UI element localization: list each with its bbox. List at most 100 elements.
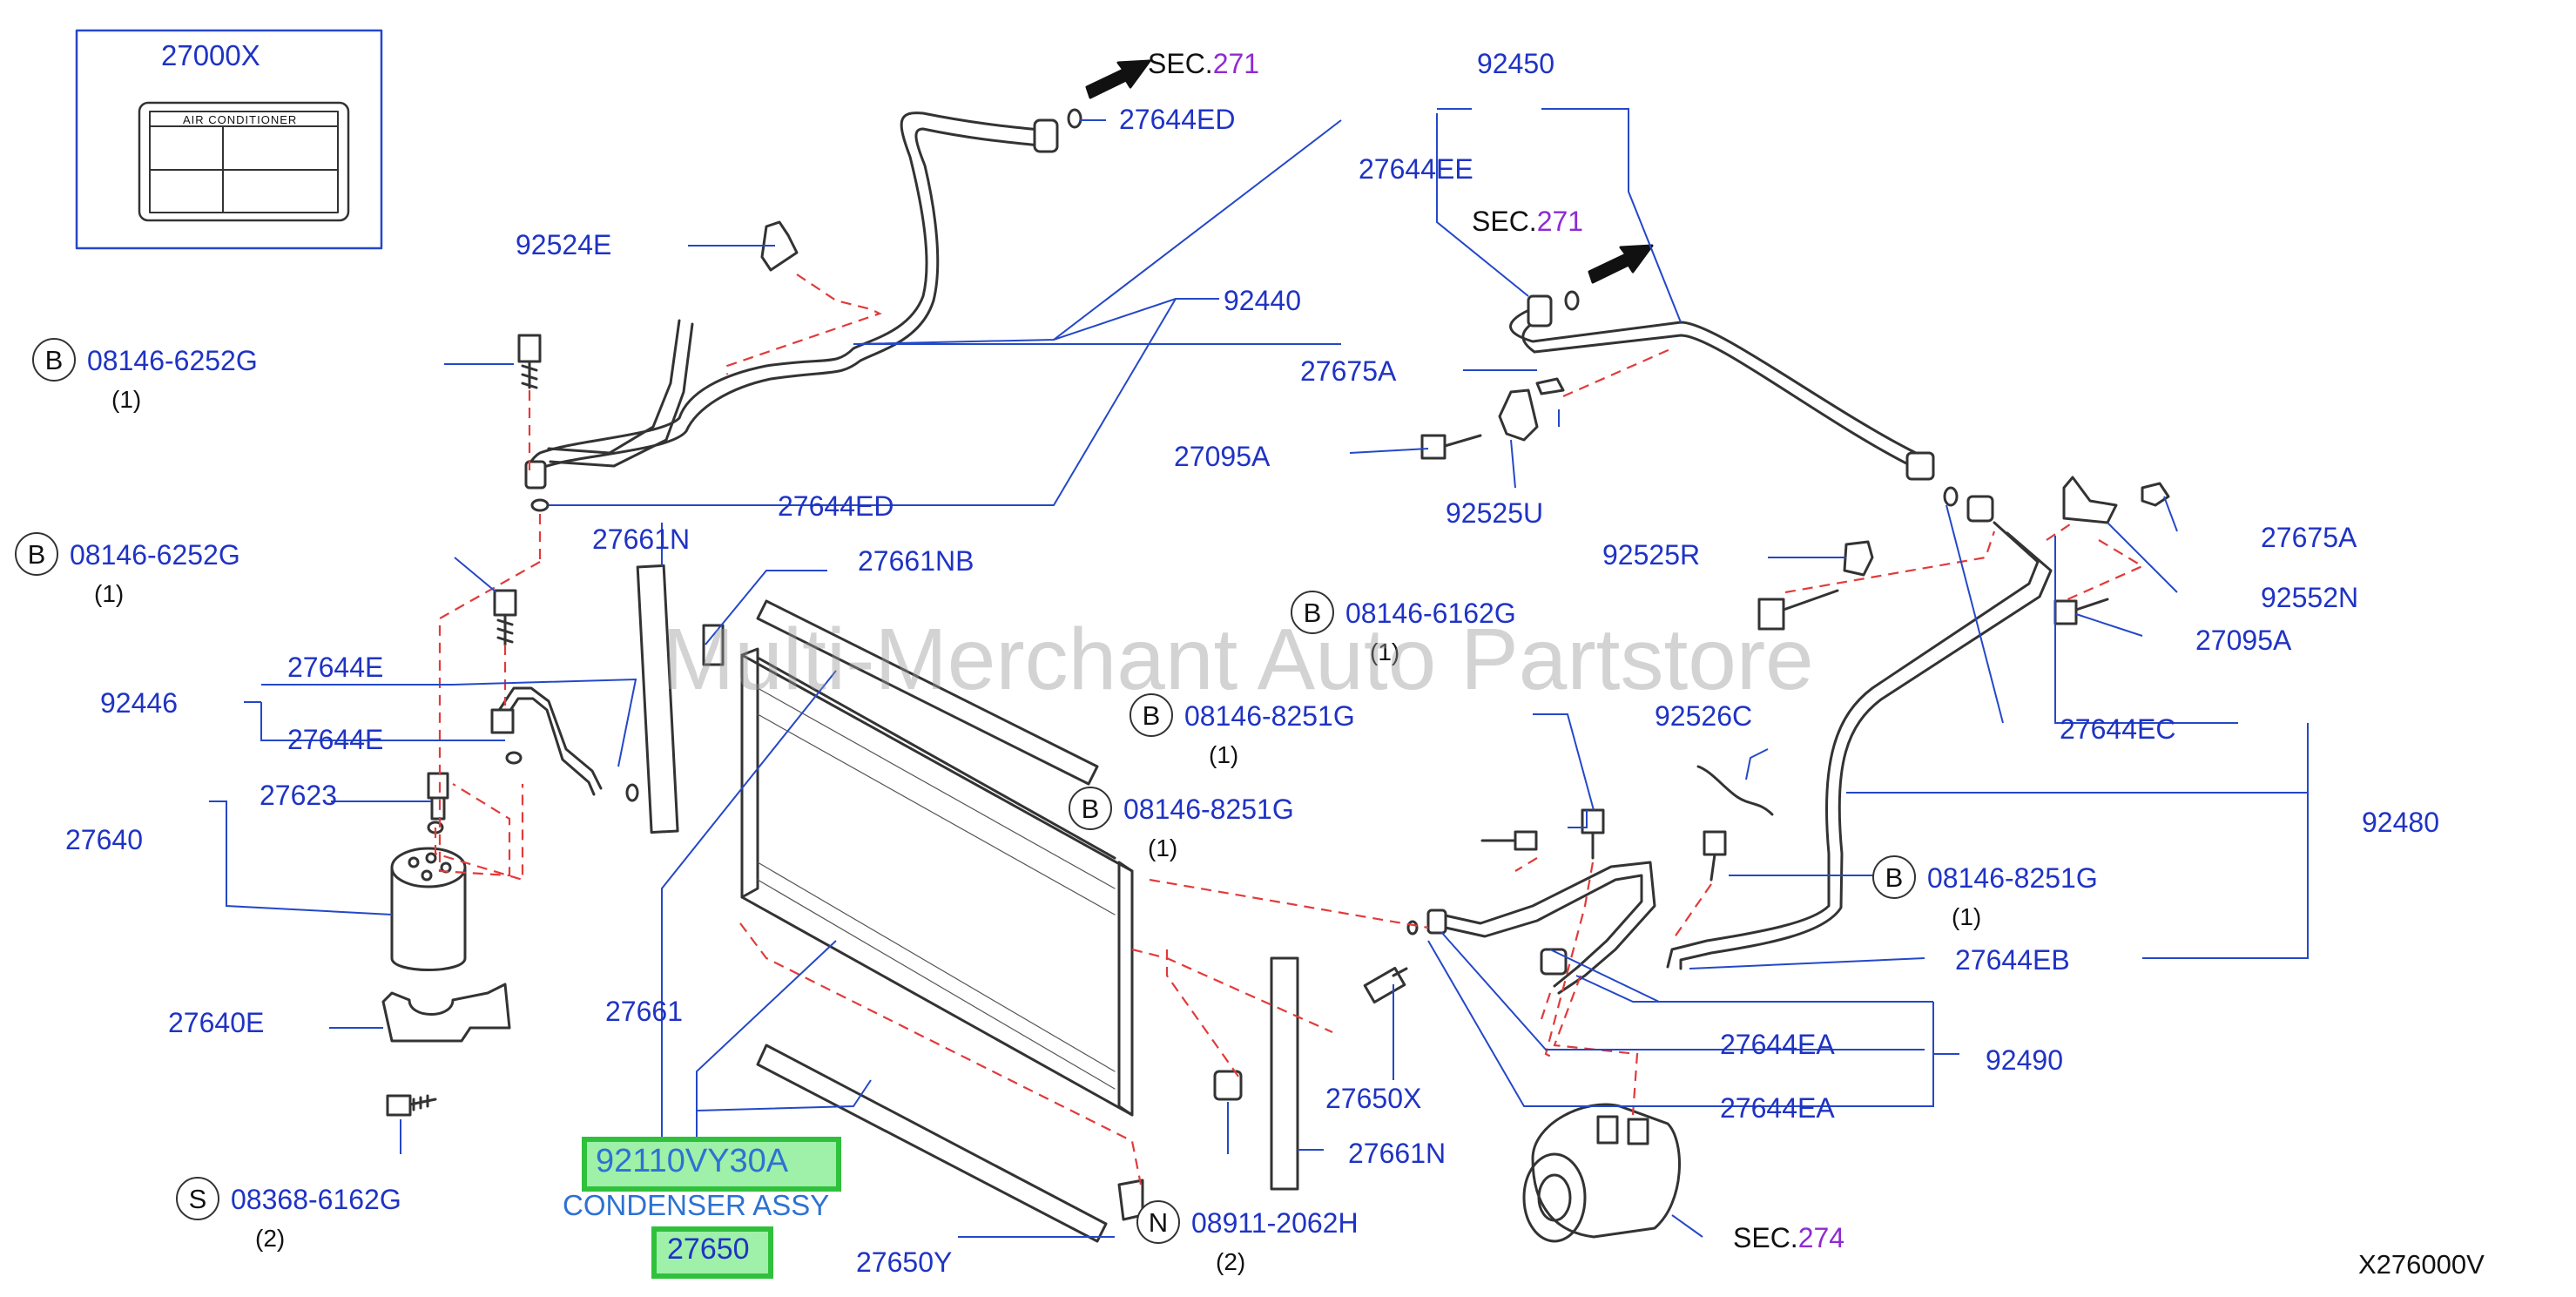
label-qty: (1) — [1370, 638, 1399, 665]
badge-circle — [1872, 855, 1916, 899]
label-text: 92526C — [1655, 700, 1752, 732]
label-sec_mid: SEC.271 — [1472, 206, 1583, 237]
label-l27644EB: 27644EB — [1955, 944, 2070, 976]
label-text: 27661N — [592, 524, 690, 555]
label-text: 27623 — [260, 780, 337, 811]
receiver-drier-27640 — [390, 847, 467, 971]
label-text: 27095A — [1174, 441, 1271, 472]
diagram-code: X276000V — [2358, 1249, 2485, 1280]
label-l27095A_1: 27095A — [1174, 441, 1271, 472]
highlight-part-number[interactable] — [582, 1137, 841, 1192]
label-l92490: 92490 — [1986, 1044, 2063, 1076]
seal-27661N-right — [1270, 956, 1299, 1191]
label-l08146_8251G_2: B 08146-8251G (1) — [1069, 787, 1294, 861]
badge-circle — [176, 1177, 219, 1220]
label-text: 08146-6252G — [87, 345, 258, 376]
label-text: 92450 — [1477, 48, 1554, 79]
label-l27675A_2: 27675A — [2261, 522, 2357, 553]
label-text: 27644EA — [1720, 1029, 1835, 1060]
part-27675A-left — [1535, 377, 1565, 395]
part-labels: SEC.271SEC.271SEC.27427644ED92524E92440B… — [15, 39, 2485, 1280]
label-text: 27644ED — [1119, 104, 1235, 135]
label-qty: (2) — [255, 1225, 285, 1252]
label-l27675A_1: 27675A — [1300, 355, 1397, 387]
hose-92480 — [1666, 486, 2053, 970]
bolt-92525R — [1757, 589, 1839, 631]
highlighted-part-name[interactable]: CONDENSER ASSY — [563, 1189, 830, 1221]
label-text: 27661 — [605, 996, 683, 1027]
badge-circle — [15, 532, 58, 576]
label-l92525U: 92525U — [1446, 497, 1543, 529]
label-text: 27640E — [168, 1007, 264, 1038]
badge-letter: B — [1082, 794, 1100, 824]
dashed-guides — [434, 274, 2145, 1186]
label-l27623: 27623 — [260, 780, 337, 811]
arrow-sec271-top — [1085, 59, 1151, 99]
label-text: 27661NB — [858, 545, 974, 577]
seal-small — [702, 624, 725, 666]
hose-92440 — [524, 108, 1082, 512]
part-08911-2062H — [1213, 1070, 1243, 1101]
label-text: 92525U — [1446, 497, 1543, 529]
label-text: 92446 — [100, 687, 178, 719]
bracket-27640E — [381, 983, 511, 1043]
badge-letter: B — [1885, 862, 1904, 893]
label-text: 27644EB — [1955, 944, 2070, 976]
label-text: 27661N — [1348, 1138, 1446, 1169]
label-text: 08146-8251G — [1927, 862, 2098, 894]
label-text: 08146-6252G — [70, 539, 240, 571]
label-qty: (1) — [1148, 834, 1177, 861]
seal-27650Y-strip — [756, 1044, 1108, 1243]
label-text: 27675A — [2261, 522, 2357, 553]
label-l92480: 92480 — [2362, 807, 2439, 838]
label-text: 27675A — [1300, 355, 1397, 387]
label-l08146_8251G_3: B 08146-8251G (1) — [1872, 855, 2098, 930]
bracket-92552N — [2062, 476, 2118, 524]
highlighted-part-number[interactable]: 92110VY30A — [596, 1143, 789, 1179]
bolt-08146-8251G-a — [1480, 830, 1538, 851]
label-l92446: 92446 — [100, 687, 178, 719]
label-text: 27095A — [2195, 625, 2292, 656]
label-text: SEC.271 — [1148, 48, 1259, 79]
badge-circle — [32, 338, 76, 382]
sec-number: 271 — [1537, 206, 1583, 237]
badge-letter: B — [1143, 700, 1161, 731]
label-qty: (1) — [1952, 903, 1981, 930]
label-l92526C: 92526C — [1655, 700, 1752, 732]
label-l27644ED_1: 27644ED — [1119, 104, 1235, 135]
badge-circle — [1136, 1200, 1180, 1244]
label-l92440: 92440 — [1224, 285, 1301, 316]
arrow-sec271-mid — [1588, 244, 1654, 284]
seal-27661N-left — [636, 564, 679, 834]
label-text: 08146-8251G — [1123, 794, 1294, 825]
highlight-ref-box[interactable] — [651, 1226, 773, 1279]
pipe-92490 — [1406, 861, 1656, 995]
label-box-id: 27000X — [161, 39, 260, 71]
seal-27661NB — [756, 599, 1099, 786]
label-text: 08146-6162G — [1345, 598, 1516, 629]
label-text: 27644E — [287, 652, 383, 683]
label-qty: (1) — [111, 386, 141, 413]
clip-92525R — [1843, 540, 1874, 577]
label-l27644EA_2: 27644EA — [1720, 1092, 1835, 1124]
badge-letter: B — [45, 345, 64, 375]
label-text: 92524E — [516, 229, 611, 260]
bolt-08146-8251G-c — [1703, 830, 1727, 882]
label-l27644E_1: 27644E — [287, 652, 383, 683]
highlighted-ref[interactable]: 27650 — [667, 1233, 750, 1266]
label-text: 27644ED — [778, 490, 894, 522]
label-text: 27644EA — [1720, 1092, 1835, 1124]
hose-92450 — [1509, 290, 1935, 481]
condenser-27650 — [740, 647, 1134, 1117]
label-l27644EE: 27644EE — [1359, 153, 1473, 185]
pipe-92446 — [495, 686, 603, 790]
label-l27640E: 27640E — [168, 1007, 264, 1038]
label-l27644E_2: 27644E — [287, 724, 383, 755]
sec-number: 271 — [1213, 48, 1259, 79]
label-l08146_6252G_1: B 08146-6252G (1) — [32, 338, 258, 413]
badge-letter: S — [189, 1184, 207, 1214]
label-l92524E: 92524E — [516, 229, 611, 260]
label-text: 92552N — [2261, 582, 2358, 613]
label-text: 08146-8251G — [1184, 700, 1355, 732]
